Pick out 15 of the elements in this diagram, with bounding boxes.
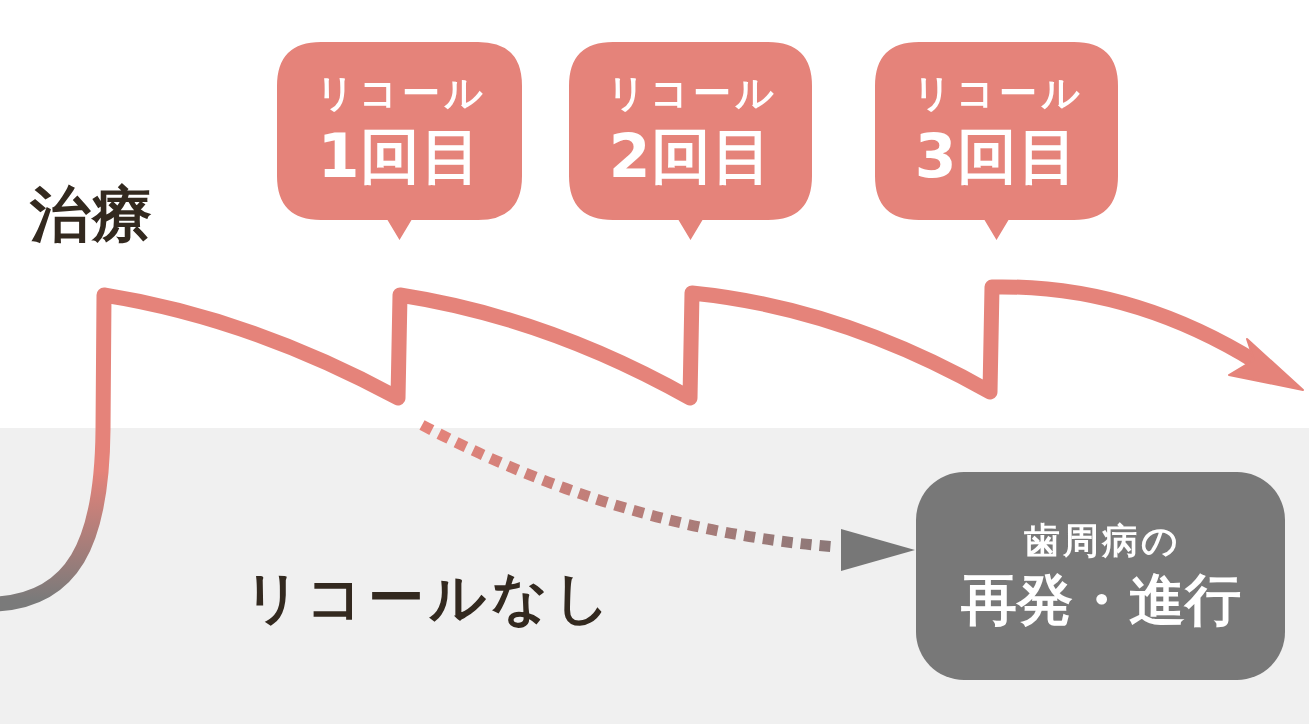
main-text: 3回目 <box>913 122 1080 189</box>
outcome-box <box>916 472 1285 680</box>
main-text: 1回目 <box>316 122 483 189</box>
speech-bubble <box>277 42 522 240</box>
speech-bubble <box>875 42 1118 240</box>
dashed-arrow <box>419 420 916 570</box>
main-text: 2回目 <box>607 122 774 189</box>
path-label: リコールなし <box>244 567 615 629</box>
main-text: 再発・進行 <box>960 569 1241 631</box>
heading-text: リコール <box>315 73 487 115</box>
heading-text: リコール <box>912 73 1084 115</box>
speech-bubble <box>569 42 812 240</box>
heading-text: リコール <box>606 73 778 115</box>
heading-text: 歯周病の <box>1022 521 1181 561</box>
stage-label: 治療 <box>30 181 154 247</box>
